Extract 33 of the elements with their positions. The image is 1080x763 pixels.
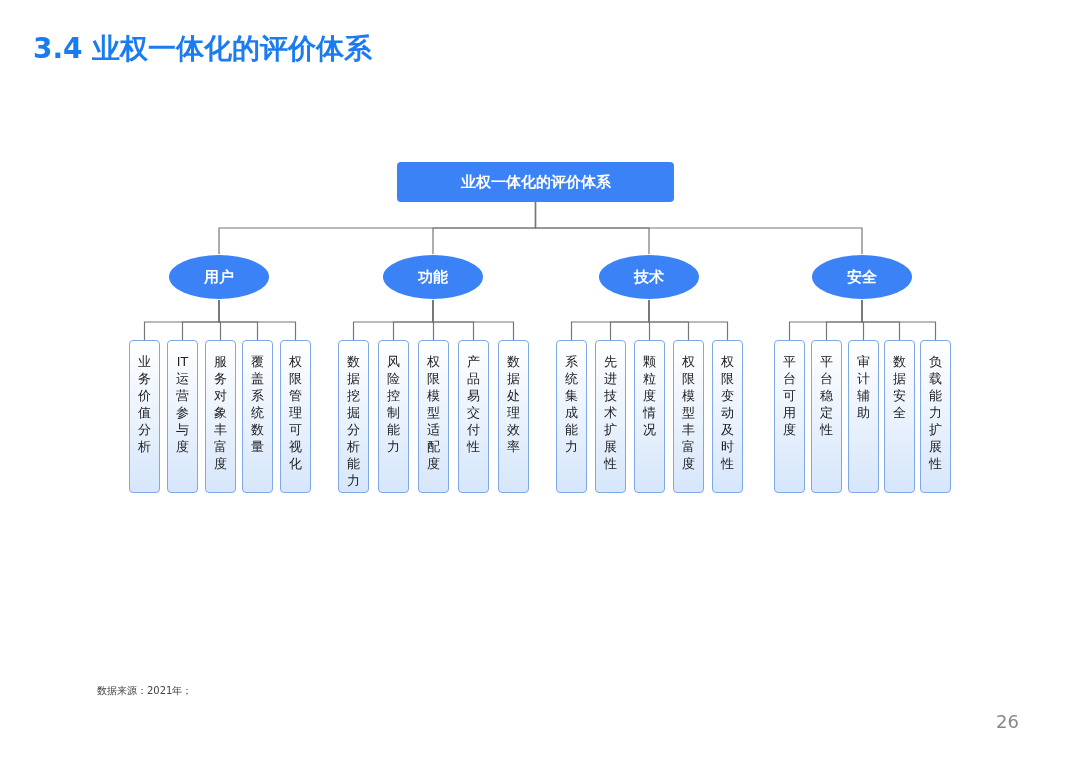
category-ellipse: 安全 xyxy=(811,254,913,300)
criterion-box: 颗粒度情况 xyxy=(634,340,665,493)
criterion-box: 平台稳定性 xyxy=(811,340,842,493)
criterion-box: 服务对象丰富度 xyxy=(205,340,236,493)
connector-line xyxy=(861,299,937,341)
criterion-box: 产品易交付性 xyxy=(458,340,489,493)
criterion-box: 业务价值分析 xyxy=(129,340,160,493)
criterion-box: 权限变动及时性 xyxy=(712,340,743,493)
category-ellipse: 功能 xyxy=(382,254,484,300)
source-note: 数据来源：2021年； xyxy=(97,684,193,698)
page-number: 26 xyxy=(996,711,1019,732)
criterion-box: 风险控制能力 xyxy=(378,340,409,493)
criterion-box: 权限模型丰富度 xyxy=(673,340,704,493)
criterion-box: 权限模型适配度 xyxy=(418,340,449,493)
criterion-box: 系统集成能力 xyxy=(556,340,587,493)
criterion-box: 负载能力扩展性 xyxy=(920,340,951,493)
title: 3.4 业权一体化的评价体系 xyxy=(33,31,373,67)
criterion-box: IT运营参与度 xyxy=(167,340,198,493)
category-ellipse: 用户 xyxy=(168,254,270,300)
criterion-box: 权限管理可视化 xyxy=(280,340,311,493)
criterion-box: 数据挖掘分析能力 xyxy=(338,340,369,493)
connector-line xyxy=(218,299,297,341)
criterion-box: 先进技术扩展性 xyxy=(595,340,626,493)
connector-line xyxy=(534,201,863,255)
criterion-box: 数据安全 xyxy=(884,340,915,493)
category-ellipse: 技术 xyxy=(598,254,700,300)
criterion-box: 覆盖系统数量 xyxy=(242,340,273,493)
connector-line xyxy=(432,299,515,341)
criterion-box: 数据处理效率 xyxy=(498,340,529,493)
title-box: 业权一体化的评价体系 xyxy=(397,162,674,202)
connector-line xyxy=(648,299,729,341)
criterion-box: 平台可用度 xyxy=(774,340,805,493)
criterion-box: 审计辅助 xyxy=(848,340,879,493)
